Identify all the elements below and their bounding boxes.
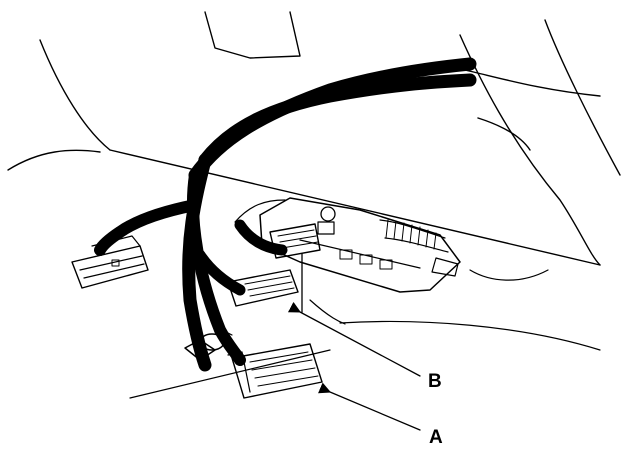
connector-middle [227, 269, 299, 307]
control-unit [234, 197, 461, 293]
leader-line-b [287, 253, 421, 377]
wiring-harness [94, 57, 477, 372]
leader-line-a [318, 382, 421, 431]
vehicle-body-outline [7, 11, 621, 399]
callout-label-a: A [429, 427, 443, 448]
connector-b [269, 223, 321, 259]
connector-left [71, 235, 149, 289]
callout-label-b: B [428, 371, 442, 392]
connector-a [227, 343, 323, 399]
